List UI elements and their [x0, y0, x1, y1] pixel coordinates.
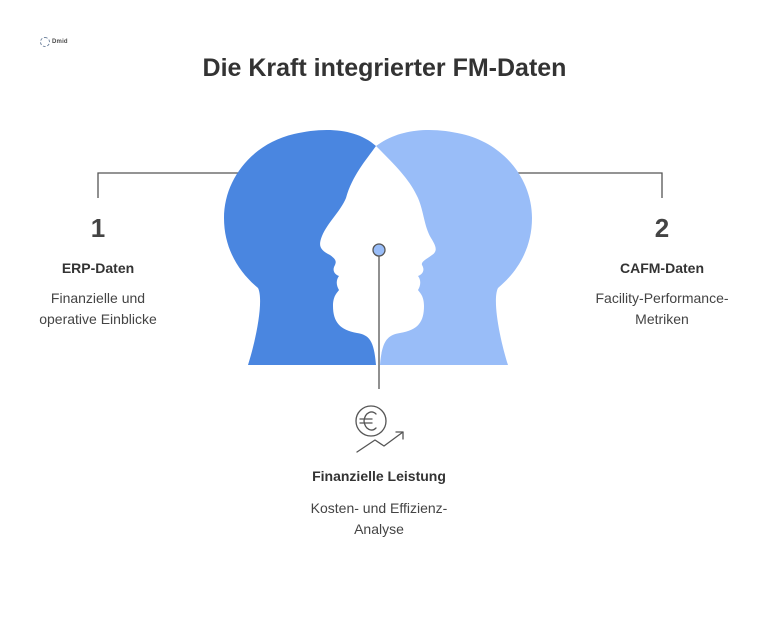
bottom-block: Finanzielle Leistung Kosten- und Effizie…	[279, 468, 479, 540]
left-block: 1 ERP-Daten Finanzielle und operative Ei…	[38, 213, 158, 330]
right-connector-line	[518, 172, 663, 198]
logo: Dmid	[40, 36, 84, 48]
left-number: 1	[90, 213, 106, 243]
right-description: Facility-Performance- Metriken	[572, 288, 752, 330]
left-description: Finanzielle und operative Einblicke	[38, 288, 158, 330]
logo-icon	[40, 37, 50, 47]
center-dot	[372, 243, 386, 257]
bottom-description: Kosten- und Effizienz- Analyse	[279, 498, 479, 540]
left-desc-line1: Finanzielle und	[50, 290, 146, 306]
right-desc-line2: Metriken	[635, 311, 689, 327]
bottom-desc-line2: Analyse	[354, 521, 404, 537]
right-head	[376, 129, 532, 365]
right-label: CAFM-Daten	[620, 260, 704, 276]
page-title: Die Kraft integrierter FM-Daten	[202, 54, 567, 82]
left-desc-line2: operative Einblicke	[39, 311, 157, 327]
right-number: 2	[654, 213, 670, 243]
bottom-label: Finanzielle Leistung	[312, 468, 446, 484]
left-label: ERP-Daten	[61, 260, 135, 276]
left-head	[224, 129, 376, 365]
euro-growth-icon	[355, 405, 404, 453]
left-connector-line	[97, 172, 242, 198]
bottom-desc-line1: Kosten- und Effizienz-	[310, 500, 448, 516]
right-desc-line1: Facility-Performance-	[595, 290, 729, 306]
right-block: 2 CAFM-Daten Facility-Performance- Metri…	[572, 213, 752, 330]
logo-text: Dmid	[52, 39, 68, 45]
